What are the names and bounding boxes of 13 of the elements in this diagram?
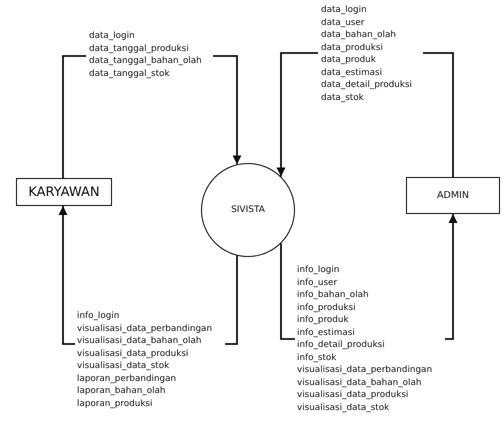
external-entity-box (406, 177, 500, 214)
data-flow-arrow (280, 213, 458, 340)
external-entity-box (16, 178, 112, 206)
edge-label: info_login visualisasi_data_perbandingan visualisasi_data_bahan_olah visualisasi_data_produksi visualisasi_data_stok laporan_perbandingan laporan_bahan_olah laporan_produksi (77, 310, 212, 410)
data-flow-arrow (62, 55, 242, 179)
node-label: ADMIN (437, 190, 469, 201)
edge-label: data_login data_user data_bahan_olah data_produksi data_produk data_estimasi data_detail_produksi data_stok (321, 4, 412, 104)
data-flow-arrow (276, 52, 454, 178)
data-flow-arrow (58, 205, 238, 345)
node-label: SIVISTA (231, 205, 265, 215)
edge-label: data_login data_tanggal_produksi data_tanggal_bahan_olah data_tanggal_stok (89, 30, 202, 80)
node-label: KARYAWAN (28, 184, 100, 200)
edge-label: info_login info_user info_bahan_olah info_produksi info_produk info_estimasi info_detail_produksi info_stok visualisasi_data_perbandingan visualisasi_data_bahan_olah visualisasi_data_produksi visualisasi_data_stok (297, 264, 432, 414)
